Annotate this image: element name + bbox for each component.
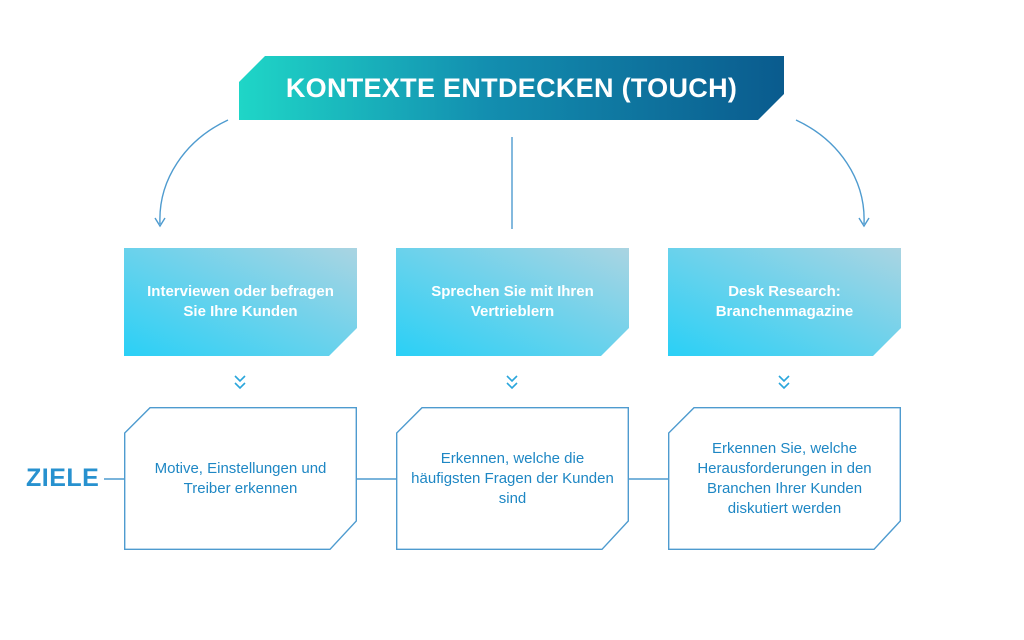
arrow-right-head (858, 217, 870, 228)
goal-label: Erkennen Sie, welche Herausforderungen i… (697, 439, 872, 517)
arrow-left-curve (159, 119, 229, 225)
goal-box: Erkennen Sie, welche Herausforderungen i… (668, 407, 901, 550)
goal-box: Motive, Einstellungen und Treiber erkenn… (124, 407, 357, 550)
goal-box-shape (668, 407, 901, 550)
goals-heading: ZIELE (26, 464, 100, 492)
step-box-shape (668, 248, 901, 356)
double-chevron-down-icon (778, 375, 790, 390)
step-label: Sprechen Sie mit Ihren Vertrieblern (431, 283, 594, 320)
double-chevron-down-icon (234, 375, 246, 390)
page-title: KONTEXTE ENTDECKEN (TOUCH) (285, 72, 738, 103)
step-box-shape (396, 248, 629, 356)
header-banner: KONTEXTE ENTDECKEN (TOUCH) (239, 56, 784, 120)
step-label: Desk Research: Branchenmagazine (715, 283, 854, 320)
goal-box-shape (124, 407, 357, 550)
goal-box-shape (396, 407, 629, 550)
arrow-right-curve (795, 119, 865, 225)
goal-label: Motive, Einstellungen und Treiber erkenn… (154, 459, 327, 497)
step-box: Interviewen oder befragen Sie Ihre Kunde… (124, 248, 357, 356)
banner-shape (239, 56, 784, 120)
step-label: Interviewen oder befragen Sie Ihre Kunde… (147, 283, 334, 320)
arrow-left-head (154, 217, 166, 228)
goal-label: Erkennen, welche die häufigsten Fragen d… (411, 449, 614, 507)
step-box: Desk Research: Branchenmagazine (668, 248, 901, 356)
double-chevron-down-icon (506, 375, 518, 390)
goal-box: Erkennen, welche die häufigsten Fragen d… (396, 407, 629, 550)
step-box-shape (124, 248, 357, 356)
step-box: Sprechen Sie mit Ihren Vertrieblern (396, 248, 629, 356)
